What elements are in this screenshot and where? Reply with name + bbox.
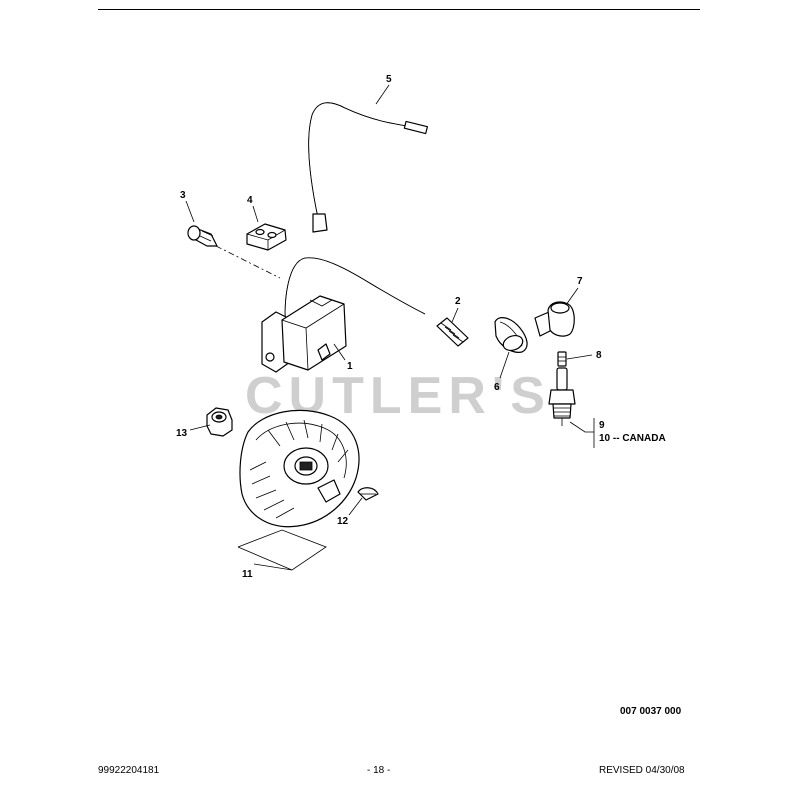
leader-3	[185, 200, 195, 223]
footer-revised-date: REVISED 04/30/08	[599, 765, 685, 776]
callout-11: 11	[242, 569, 253, 580]
part-3-screw	[187, 225, 218, 247]
footer-page-number: - 18 -	[367, 765, 391, 776]
leader-12	[348, 497, 363, 516]
bracket-11	[237, 529, 327, 571]
screw-center-line	[215, 245, 281, 279]
callout-6: 6	[494, 382, 500, 393]
bracket-11-cross	[237, 546, 293, 571]
leader-4	[252, 205, 259, 223]
callout-13: 13	[176, 428, 188, 439]
leader-5	[375, 84, 390, 105]
part-6-boot	[494, 317, 528, 353]
callout-12: 12	[337, 516, 349, 527]
part-2-spring	[436, 317, 469, 347]
part-4-grommet	[246, 223, 287, 251]
leader-6	[499, 351, 510, 379]
callout-2: 2	[455, 296, 461, 307]
part-8-terminal-nut	[557, 351, 567, 367]
leader-1	[333, 343, 346, 361]
leader-7	[565, 287, 579, 306]
part-5-wire-lead	[308, 102, 428, 233]
leader-9-10	[569, 421, 594, 433]
callout-4: 4	[247, 195, 253, 206]
footer-part-number: 99922204181	[98, 765, 160, 776]
top-rule	[98, 9, 700, 10]
callout-7: 7	[577, 276, 583, 287]
callout-3: 3	[180, 190, 186, 201]
callout-8: 8	[596, 350, 602, 361]
leader-8	[566, 354, 593, 360]
part-13-nut	[206, 407, 233, 437]
part-9-spark-plug	[548, 367, 576, 426]
part-7-spark-plug-cap	[534, 301, 575, 337]
drawing-number: 007 0037 000	[620, 706, 682, 717]
part-11-flywheel	[239, 409, 360, 528]
leader-13	[189, 424, 211, 431]
part-12-key	[357, 487, 379, 501]
leader-2	[451, 307, 459, 323]
callout-9: 9	[599, 420, 605, 431]
callout-10: 10 -- CANADA	[599, 433, 666, 444]
callout-5: 5	[386, 74, 392, 85]
part-1-ignition-module	[261, 257, 426, 373]
callout-1: 1	[347, 361, 353, 372]
